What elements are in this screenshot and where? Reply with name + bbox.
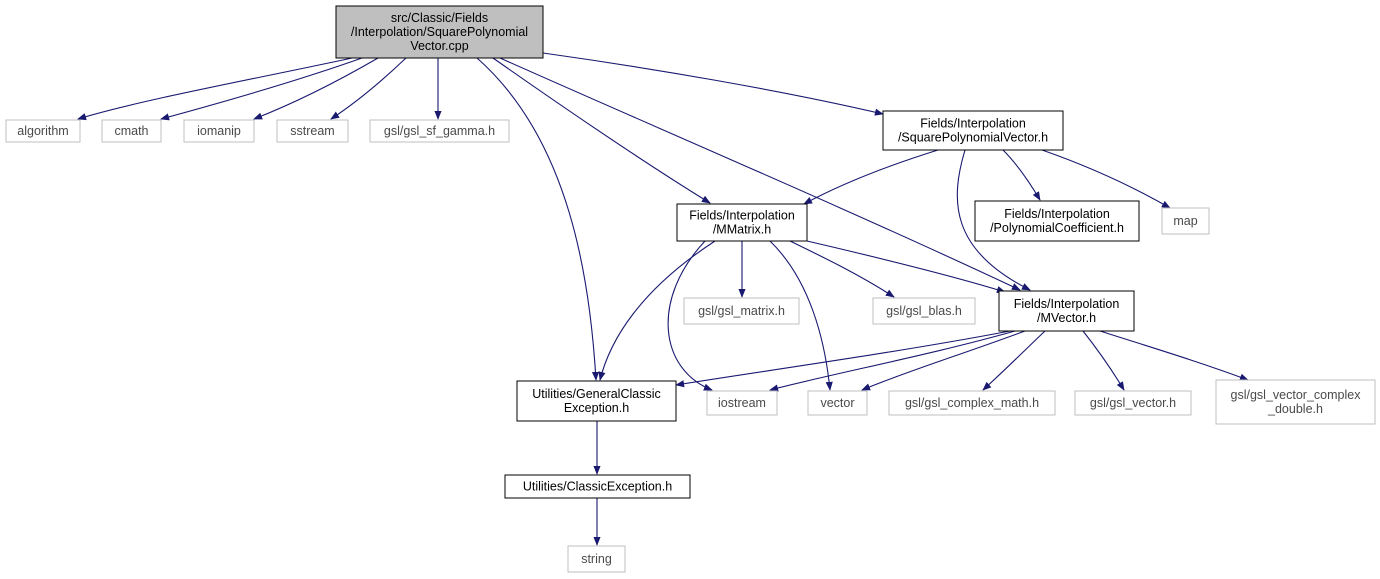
node-box bbox=[5, 119, 81, 143]
node-label: Utilities/GeneralClassic bbox=[532, 387, 661, 401]
node-label: string bbox=[581, 552, 612, 566]
node-label: gsl/gsl_vector_complex bbox=[1231, 388, 1362, 402]
node-string: string bbox=[567, 545, 626, 573]
node-box bbox=[567, 545, 626, 573]
node-gsl_vector_complex: gsl/gsl_vector_complex_double.h bbox=[1215, 379, 1376, 425]
edge-root-to-sqpolyvec_h bbox=[542, 52, 884, 116]
node-label: Fields/Interpolation bbox=[689, 209, 795, 223]
node-label: Exception.h bbox=[564, 401, 629, 415]
node-box bbox=[676, 203, 808, 242]
node-classicexc[interactable]: Utilities/ClassicException.h bbox=[504, 474, 691, 499]
node-label: src/Classic/Fields bbox=[391, 11, 488, 25]
node-iostream: iostream bbox=[706, 390, 778, 416]
node-box bbox=[1161, 207, 1210, 235]
node-gsl_blas: gsl/gsl_blas.h bbox=[872, 297, 976, 325]
node-box bbox=[882, 110, 1064, 151]
edges-layer bbox=[77, 52, 1249, 546]
node-box bbox=[516, 380, 677, 422]
node-box bbox=[183, 119, 255, 143]
node-label: Fields/Interpolation bbox=[1014, 297, 1120, 311]
node-map: map bbox=[1161, 207, 1210, 235]
edge-root-to-iomanip bbox=[253, 57, 379, 120]
nodes-layer: src/Classic/Fields/Interpolation/SquareP… bbox=[5, 5, 1376, 573]
edge-mmatrix-to-gsl_blas bbox=[789, 240, 895, 298]
node-label: sstream bbox=[290, 124, 334, 138]
edge-root-to-mmatrix bbox=[492, 57, 711, 204]
edge-mvector-to-gsl_complex_math bbox=[982, 330, 1046, 391]
node-label: gsl/gsl_blas.h bbox=[886, 304, 962, 318]
edge-root-to-sstream bbox=[330, 57, 407, 120]
node-label: map bbox=[1173, 214, 1197, 228]
node-label: Vector.cpp bbox=[410, 39, 468, 53]
edge-mvector-to-genexc bbox=[675, 330, 1011, 388]
node-root[interactable]: src/Classic/Fields/Interpolation/SquareP… bbox=[335, 5, 544, 59]
node-iomanip: iomanip bbox=[183, 119, 255, 143]
node-gsl_sf_gamma: gsl/gsl_sf_gamma.h bbox=[369, 119, 510, 143]
node-label: /Interpolation/SquarePolynomial bbox=[351, 25, 528, 39]
edge-mmatrix-to-iostream bbox=[667, 240, 713, 391]
edge-root-to-genexc bbox=[476, 57, 600, 381]
node-label: Utilities/ClassicException.h bbox=[523, 480, 672, 494]
node-box bbox=[369, 119, 510, 143]
node-label: gsl/gsl_complex_math.h bbox=[905, 396, 1039, 410]
edge-root-to-algorithm bbox=[77, 57, 353, 121]
node-vector: vector bbox=[807, 390, 868, 416]
node-label: /MMatrix.h bbox=[713, 223, 771, 237]
node-label: /MVector.h bbox=[1037, 311, 1096, 325]
edge-root-to-mvector bbox=[499, 57, 1021, 291]
node-cmath: cmath bbox=[101, 119, 162, 143]
node-gsl_vector: gsl/gsl_vector.h bbox=[1074, 390, 1192, 416]
node-box bbox=[276, 119, 349, 143]
node-algorithm: algorithm bbox=[5, 119, 81, 143]
node-box bbox=[335, 5, 544, 59]
edge-mmatrix-to-vector bbox=[769, 240, 833, 391]
edge-mvector-to-vector bbox=[861, 330, 1026, 391]
node-mmatrix[interactable]: Fields/Interpolation/MMatrix.h bbox=[676, 203, 808, 242]
edge-sqpolyvec_h-to-polycoef bbox=[1002, 149, 1041, 201]
node-sstream: sstream bbox=[276, 119, 349, 143]
node-label: Fields/Interpolation bbox=[920, 117, 1026, 131]
node-label: iomanip bbox=[197, 124, 241, 138]
node-box bbox=[683, 297, 800, 325]
edge-mvector-to-iostream bbox=[769, 330, 1016, 392]
node-label: _double.h bbox=[1267, 402, 1323, 416]
node-mvector[interactable]: Fields/Interpolation/MVector.h bbox=[998, 290, 1135, 332]
node-box bbox=[872, 297, 976, 325]
edge-sqpolyvec_h-to-map bbox=[1041, 149, 1171, 209]
node-label: /SquarePolynomialVector.h bbox=[898, 131, 1048, 145]
node-box bbox=[888, 390, 1056, 416]
node-box bbox=[1074, 390, 1192, 416]
edge-mvector-to-gsl_vector bbox=[1082, 330, 1125, 391]
node-gsl_complex_math: gsl/gsl_complex_math.h bbox=[888, 390, 1056, 416]
node-label: gsl/gsl_sf_gamma.h bbox=[384, 124, 495, 138]
node-box bbox=[706, 390, 778, 416]
node-label: algorithm bbox=[17, 124, 68, 138]
node-box bbox=[998, 290, 1135, 332]
node-box bbox=[974, 200, 1140, 242]
node-box bbox=[1215, 379, 1376, 425]
node-sqpolyvec_h[interactable]: Fields/Interpolation/SquarePolynomialVec… bbox=[882, 110, 1064, 151]
node-label: vector bbox=[820, 396, 854, 410]
node-label: gsl/gsl_matrix.h bbox=[698, 304, 785, 318]
edge-root-to-cmath bbox=[160, 57, 363, 121]
node-box bbox=[807, 390, 868, 416]
edge-mmatrix-to-mvector bbox=[806, 240, 1006, 294]
node-label: gsl/gsl_vector.h bbox=[1090, 396, 1176, 410]
edge-mvector-to-gsl_vector_complex bbox=[1099, 330, 1249, 381]
node-gsl_matrix: gsl/gsl_matrix.h bbox=[683, 297, 800, 325]
node-box bbox=[101, 119, 162, 143]
edge-sqpolyvec_h-to-mvector bbox=[956, 149, 1031, 291]
edge-sqpolyvec_h-to-mmatrix bbox=[803, 149, 939, 205]
node-label: /PolynomialCoefficient.h bbox=[990, 221, 1124, 235]
node-box bbox=[504, 474, 691, 499]
node-label: Fields/Interpolation bbox=[1004, 207, 1110, 221]
node-label: iostream bbox=[718, 396, 766, 410]
node-polycoef[interactable]: Fields/Interpolation/PolynomialCoefficie… bbox=[974, 200, 1140, 242]
node-label: cmath bbox=[114, 124, 148, 138]
